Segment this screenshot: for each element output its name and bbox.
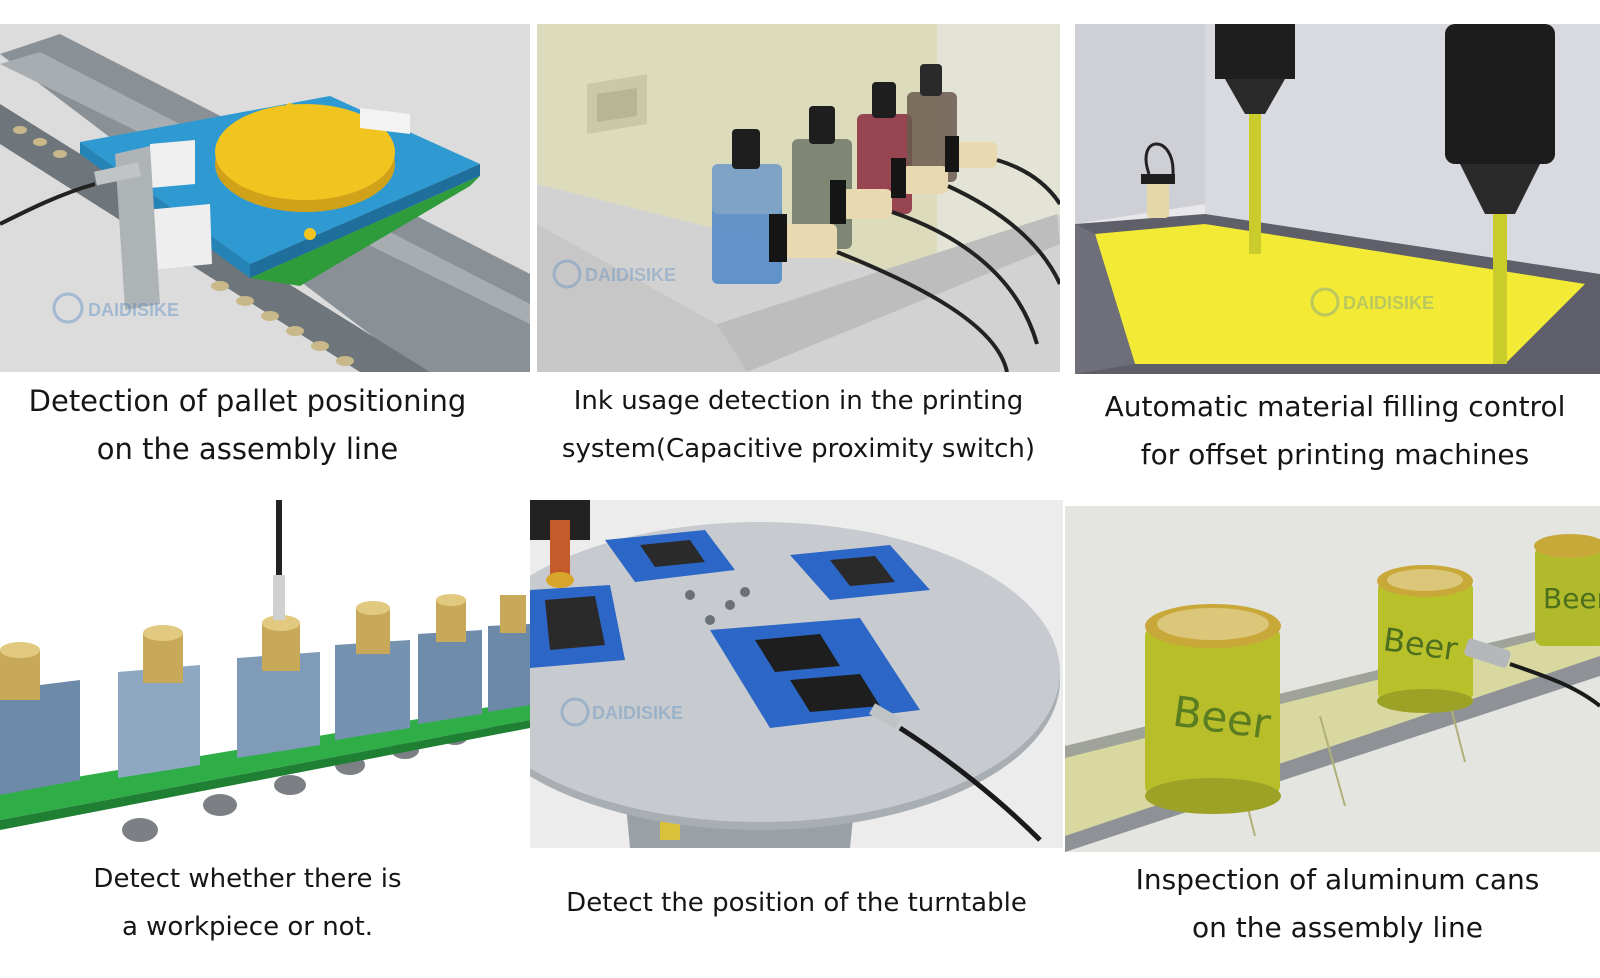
svg-text:DAIDISIKE: DAIDISIKE bbox=[585, 265, 676, 285]
panel-ink-detection: DAIDISIKE bbox=[537, 24, 1060, 372]
svg-text:DAIDISIKE: DAIDISIKE bbox=[88, 300, 179, 320]
caption-aluminum-cans: Inspection of aluminum cans on the assem… bbox=[1135, 863, 1540, 944]
ink-illustration: DAIDISIKE bbox=[537, 24, 1060, 372]
watermark: DAIDISIKE bbox=[560, 697, 683, 727]
caption-pallet-positioning: Detection of pallet positioning on the a… bbox=[28, 384, 467, 466]
panel-workpiece-detection bbox=[0, 500, 530, 846]
panel-aluminum-cans: Beer Beer Beer bbox=[1065, 506, 1600, 852]
svg-text:DAIDISIKE: DAIDISIKE bbox=[592, 703, 683, 723]
caption-ink-detection: Ink usage detection in the printing syst… bbox=[561, 386, 1036, 464]
filling-illustration: DAIDISIKE bbox=[1075, 24, 1600, 374]
panel-material-filling: DAIDISIKE bbox=[1075, 24, 1600, 374]
caption-material-filling: Automatic material filling control for o… bbox=[1104, 390, 1566, 471]
svg-text:DAIDISIKE: DAIDISIKE bbox=[1343, 293, 1434, 313]
watermark: DAIDISIKE bbox=[1310, 287, 1434, 317]
cans-illustration: Beer Beer Beer bbox=[1065, 506, 1600, 852]
watermark: DAIDISIKE bbox=[52, 292, 179, 324]
pallet-illustration: DAIDISIKE bbox=[0, 24, 530, 372]
watermark: DAIDISIKE bbox=[552, 259, 676, 289]
panel-turntable-position: DAIDISIKE bbox=[530, 500, 1063, 848]
caption-turntable-position: Detect the position of the turntable bbox=[566, 888, 1027, 918]
caption-workpiece-detection: Detect whether there is a workpiece or n… bbox=[93, 864, 402, 942]
workpiece-illustration bbox=[0, 500, 530, 846]
can-label: Beer bbox=[1543, 582, 1600, 615]
panel-pallet-positioning: DAIDISIKE bbox=[0, 24, 530, 372]
turntable-illustration: DAIDISIKE bbox=[530, 500, 1063, 848]
